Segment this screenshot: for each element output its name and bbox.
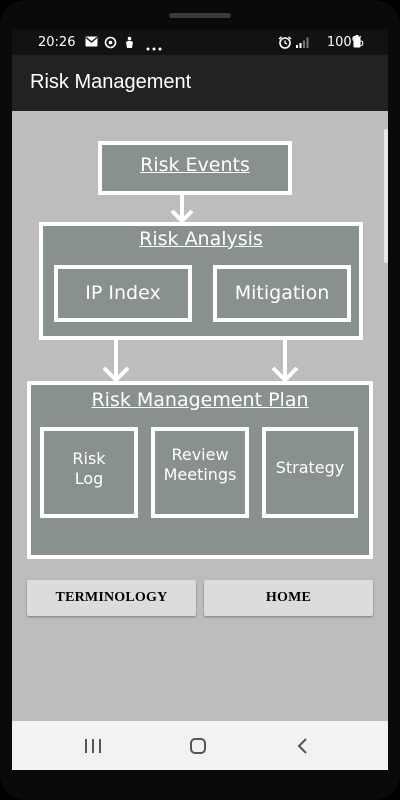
back-icon[interactable] — [296, 737, 308, 759]
sync-icon — [104, 36, 117, 53]
home-icon[interactable] — [189, 737, 207, 759]
arrow-analysis-to-plan-left — [102, 340, 130, 383]
arrow-analysis-to-plan-right — [271, 340, 299, 383]
content-area: Risk Events Risk Analysis IP Index Mitig… — [12, 111, 388, 721]
review-meetings-box[interactable]: Review Meetings — [151, 427, 249, 518]
ip-index-label[interactable]: IP Index — [85, 282, 161, 304]
earpiece — [169, 13, 231, 18]
screen: 20:26 100% — [12, 30, 388, 770]
app-bar: Risk Management — [12, 55, 388, 111]
risk-analysis-title[interactable]: Risk Analysis — [139, 228, 263, 250]
ip-index-box[interactable]: IP Index — [54, 265, 192, 322]
strategy-label[interactable]: Strategy — [275, 458, 345, 477]
review-meetings-label-line1[interactable]: Review — [171, 445, 229, 464]
status-bar: 20:26 100% — [12, 30, 388, 55]
battery-icon — [353, 35, 361, 52]
risk-events-box[interactable]: Risk Events — [98, 141, 292, 195]
arrow-events-to-analysis — [170, 195, 194, 224]
accessibility-icon — [123, 36, 136, 53]
risk-log-label-line1[interactable]: Risk — [72, 449, 106, 468]
risk-log-label-line2[interactable]: Log — [74, 469, 104, 488]
risk-events-label[interactable]: Risk Events — [140, 154, 250, 176]
alarm-icon — [278, 36, 292, 53]
home-button[interactable]: HOME — [204, 580, 373, 616]
review-meetings-label-line2[interactable]: Meetings — [163, 465, 237, 484]
recents-icon[interactable] — [84, 738, 102, 758]
risk-log-box[interactable]: Risk Log — [40, 427, 138, 518]
mitigation-box[interactable]: Mitigation — [213, 265, 351, 322]
mail-icon — [85, 36, 98, 51]
system-nav-bar — [12, 721, 388, 770]
scrollbar[interactable] — [384, 129, 388, 263]
mitigation-label[interactable]: Mitigation — [234, 282, 330, 304]
risk-management-plan-title[interactable]: Risk Management Plan — [91, 389, 309, 411]
more-dots-icon — [146, 40, 162, 55]
status-time: 20:26 — [38, 35, 76, 50]
terminology-button[interactable]: TERMINOLOGY — [27, 580, 196, 616]
signal-icon — [296, 37, 309, 52]
strategy-box[interactable]: Strategy — [262, 427, 358, 518]
app-title: Risk Management — [30, 71, 192, 93]
